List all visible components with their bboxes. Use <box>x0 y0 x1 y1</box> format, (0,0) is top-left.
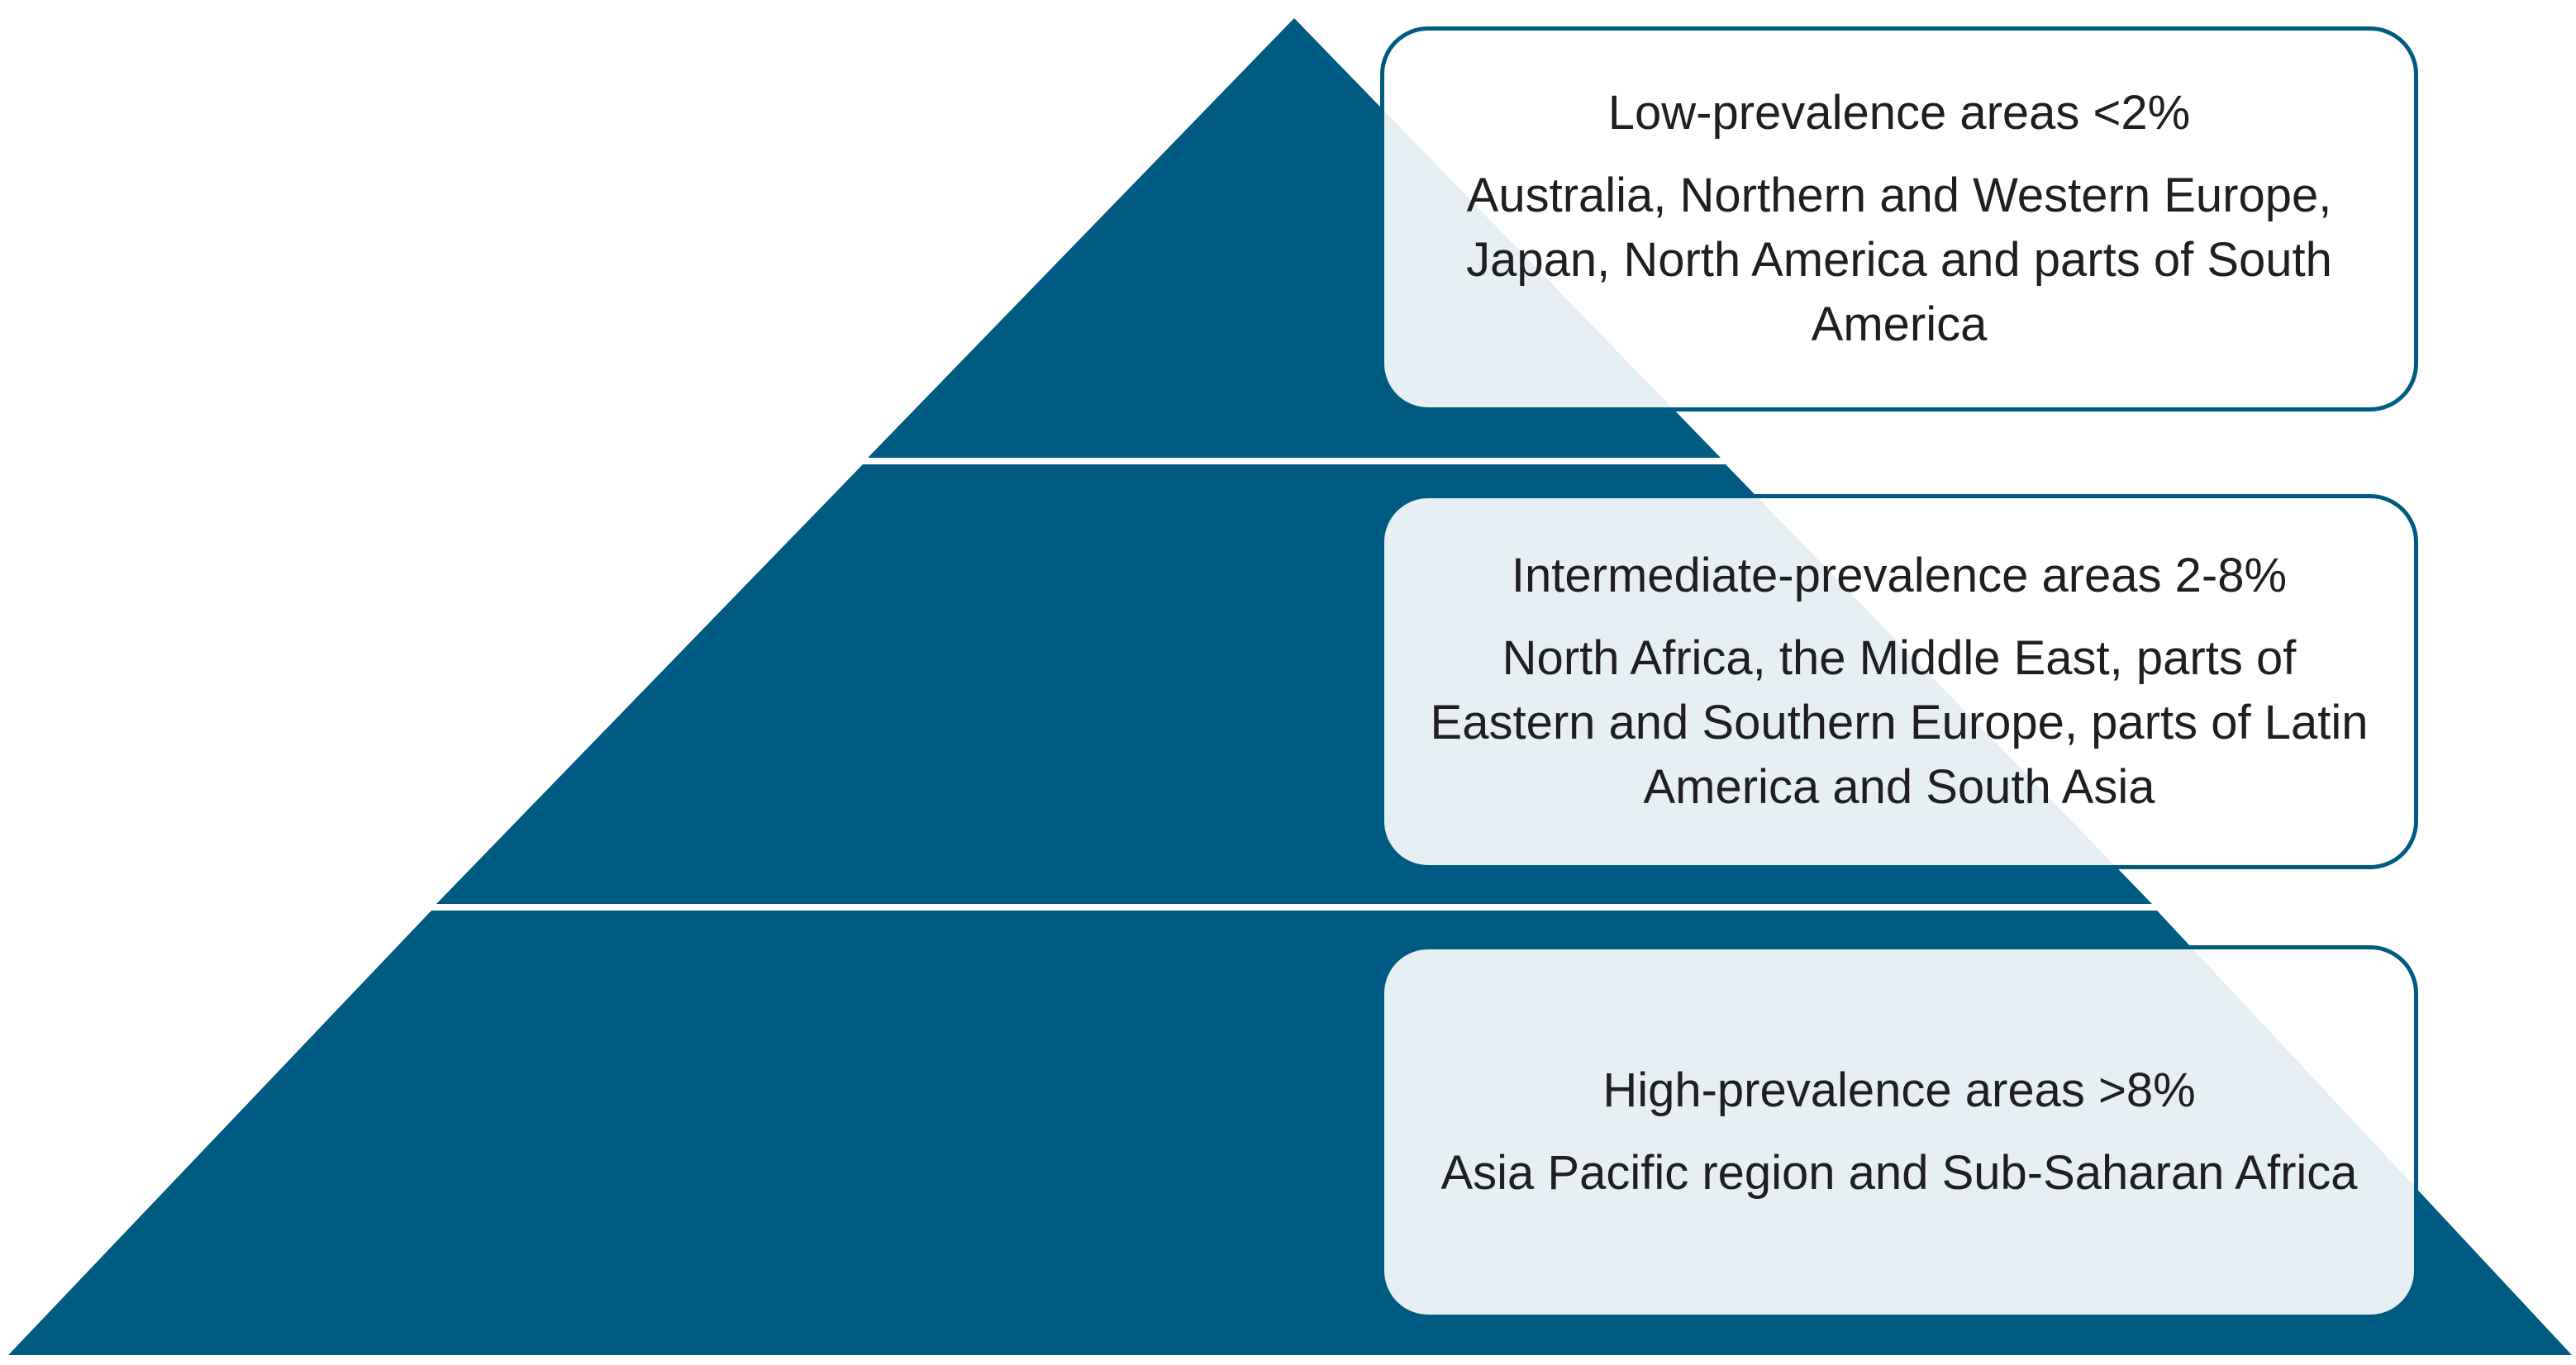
low-prevalence-regions: Australia, Northern and Western Europe, … <box>1466 169 2332 351</box>
intermediate-prevalence-regions: North Africa, the Middle East, parts of … <box>1430 631 2369 814</box>
low-prevalence-box: Low-prevalence areas <2% Australia, Nort… <box>1380 26 2418 411</box>
high-prevalence-regions: Asia Pacific region and Sub-Saharan Afri… <box>1440 1146 2358 1200</box>
high-prevalence-heading: High-prevalence areas >8% <box>1602 1063 2196 1117</box>
low-prevalence-heading: Low-prevalence areas <2% <box>1607 86 2191 140</box>
intermediate-prevalence-box: Intermediate-prevalence areas 2-8% North… <box>1380 494 2418 869</box>
high-prevalence-box: High-prevalence areas >8% Asia Pacific r… <box>1380 945 2418 1319</box>
intermediate-prevalence-heading: Intermediate-prevalence areas 2-8% <box>1511 549 2288 602</box>
